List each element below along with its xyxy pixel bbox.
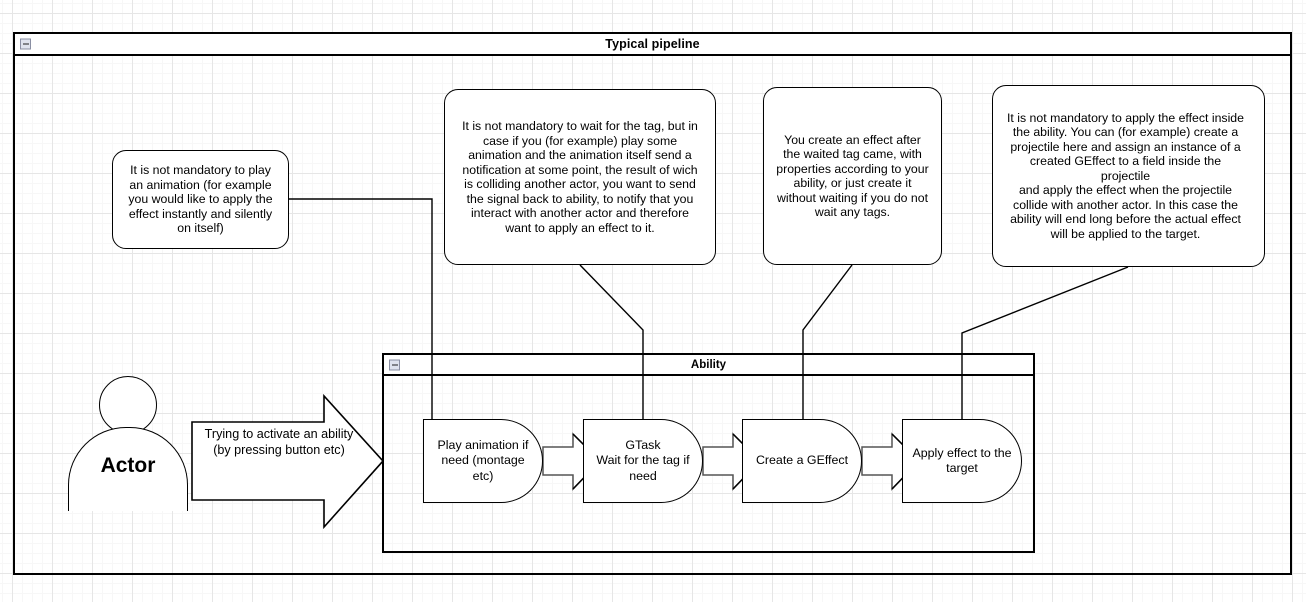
actor-label: Actor (100, 454, 156, 477)
node-play-animation[interactable]: Play animation if need (montage etc) (423, 419, 543, 503)
note-play-animation[interactable]: It is not mandatory to play an animation… (112, 150, 289, 249)
activate-arrow-label: Trying to activate an ability (by pressi… (204, 427, 354, 457)
ability-pool-header: Ability (384, 355, 1033, 376)
note-apply-effect[interactable]: It is not mandatory to apply the effect … (992, 85, 1265, 267)
page-title: Typical pipeline (605, 37, 700, 51)
ability-pool-title: Ability (690, 358, 727, 371)
node-create-geffect[interactable]: Create a GEffect (742, 419, 862, 503)
outer-pool-typical-pipeline[interactable]: Typical pipeline (13, 32, 1292, 575)
note-text: It is not mandatory to play an animation… (128, 163, 273, 236)
collapse-minus-icon[interactable] (389, 359, 400, 370)
outer-pool-header: Typical pipeline (15, 34, 1290, 56)
node-apply-effect[interactable]: Apply effect to the target (902, 419, 1022, 503)
note-text: It is not mandatory to apply the effect … (1007, 110, 1244, 241)
note-text: You create an effect after the waited ta… (776, 132, 929, 220)
node-gtask-wait-tag[interactable]: GTask Wait for the tag if need (583, 419, 703, 503)
collapse-minus-icon[interactable] (20, 38, 31, 50)
note-wait-tag[interactable]: It is not mandatory to wait for the tag,… (444, 89, 716, 265)
note-create-effect[interactable]: You create an effect after the waited ta… (763, 87, 942, 265)
note-text: It is not mandatory to wait for the tag,… (462, 119, 698, 235)
actor-person-icon[interactable]: Actor (68, 376, 188, 511)
actor-head (99, 376, 157, 434)
